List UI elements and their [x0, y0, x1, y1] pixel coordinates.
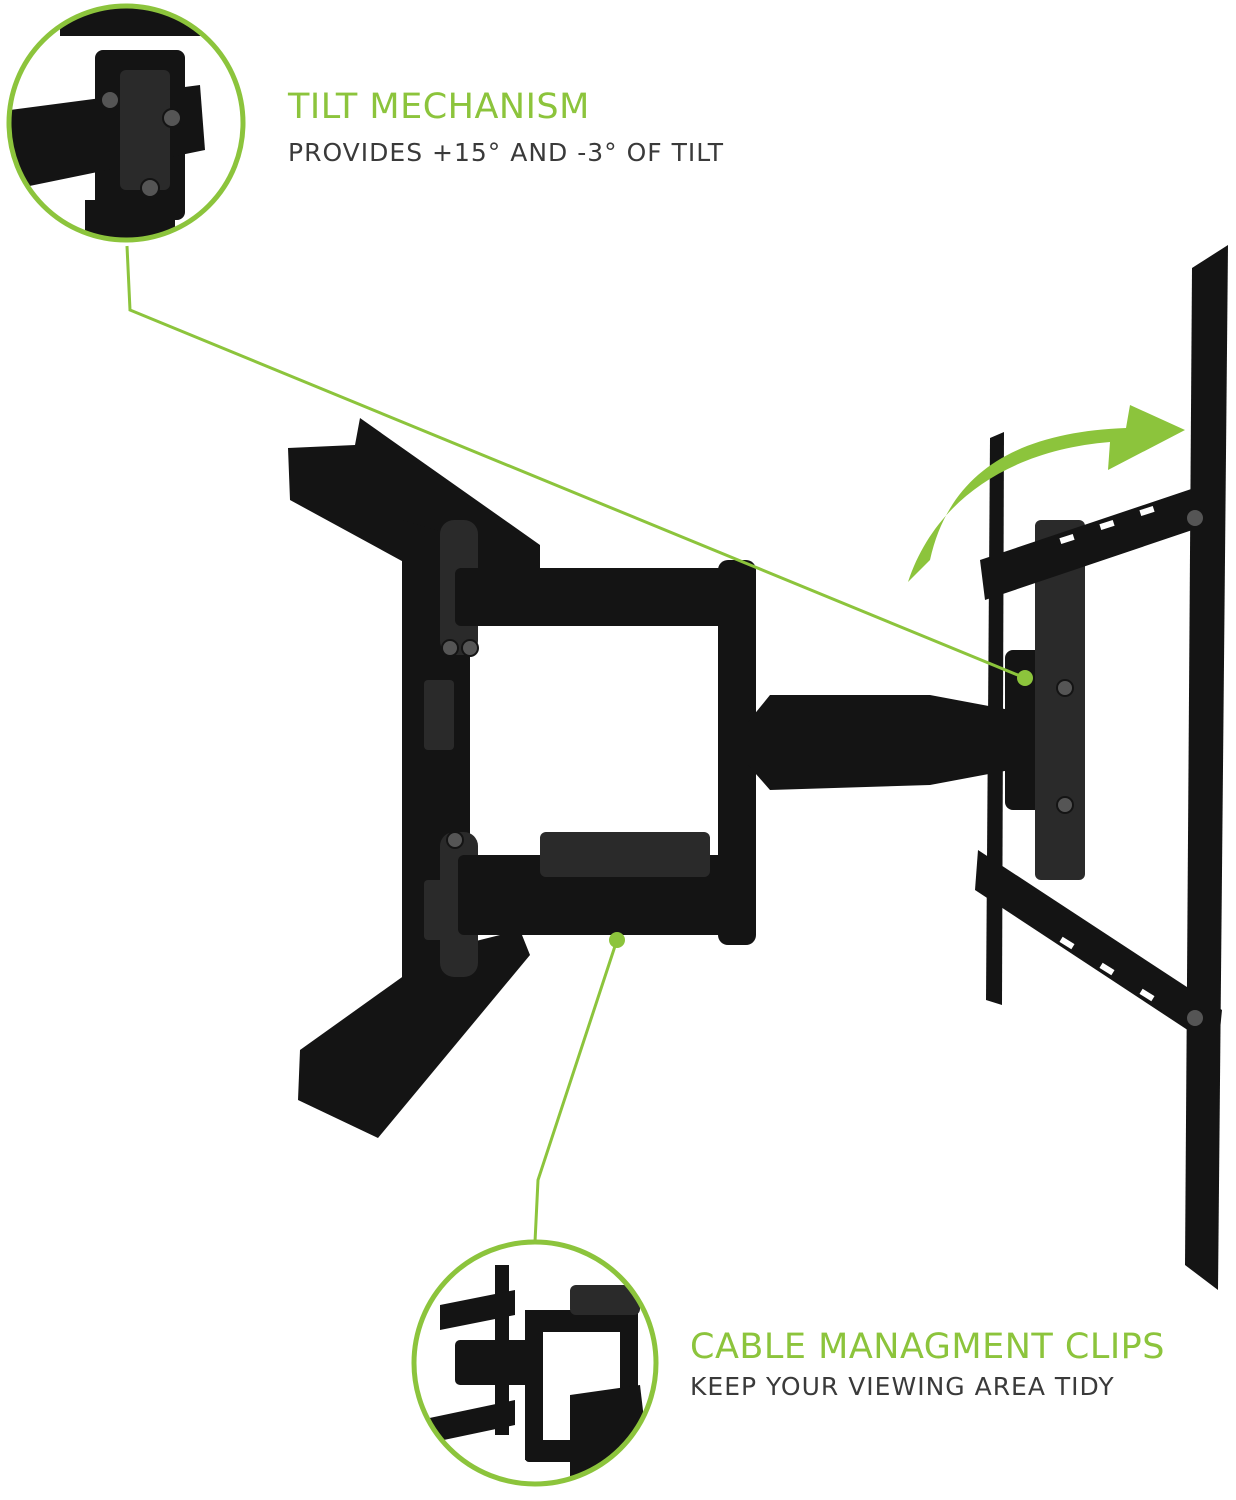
elbow-column [718, 560, 756, 945]
cable-detail-image [411, 1239, 659, 1487]
wall-plate-slot [424, 680, 454, 750]
extension-arm [748, 695, 1010, 790]
vesa-rail-right [1185, 245, 1228, 1290]
upper-arm [455, 568, 745, 626]
tilt-mechanism-subtitle: PROVIDES +15° AND -3° OF TILT [288, 138, 725, 167]
tv-wall-mount [288, 245, 1228, 1290]
cable-management-title: CABLE MANAGMENT CLIPS [690, 1327, 1165, 1367]
cable-leader-dot [609, 932, 625, 948]
vesa-rail-left [986, 432, 1004, 1005]
cable-management-subtitle: KEEP YOUR VIEWING AREA TIDY [690, 1372, 1115, 1401]
tilt-direction-arrow [908, 405, 1185, 582]
vesa-rail-upper [980, 480, 1222, 600]
tilt-detail-image [6, 3, 246, 243]
cable-clip-box [540, 832, 710, 877]
tilt-leader-dot [1017, 670, 1033, 686]
tilt-bracket-plate [1035, 520, 1085, 880]
tilt-mechanism-title: TILT MECHANISM [288, 87, 590, 127]
bolts [441, 508, 1205, 1028]
cable-leader-line [533, 939, 619, 1243]
vesa-rail-slots [1059, 505, 1155, 1002]
tilt-leader-line [125, 245, 1026, 680]
vesa-rail-lower [975, 850, 1222, 1050]
